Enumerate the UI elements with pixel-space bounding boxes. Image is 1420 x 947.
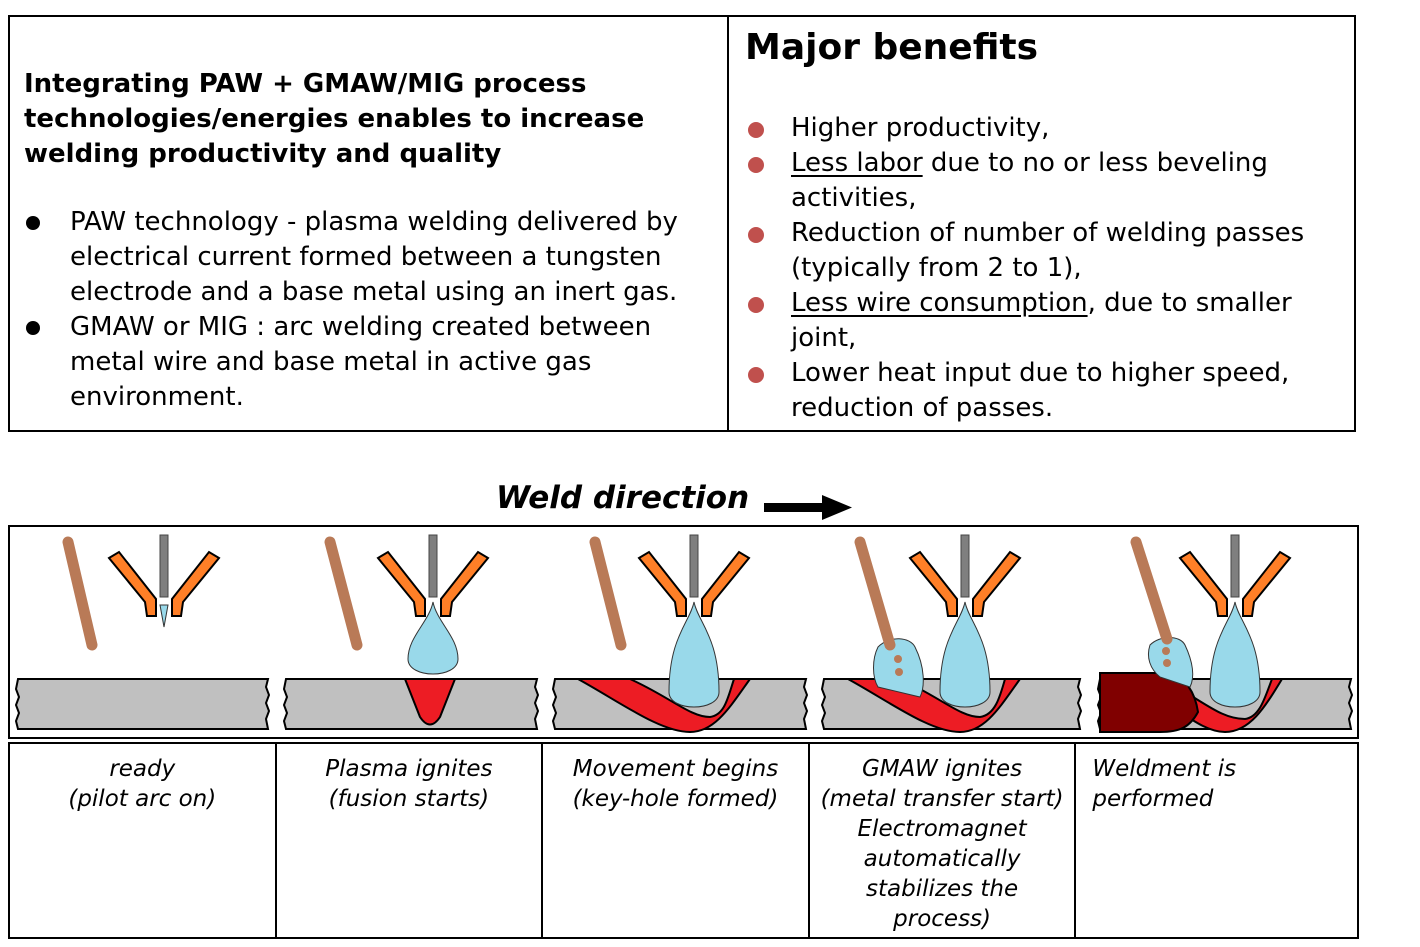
molten-pool (1178, 678, 1284, 734)
plasma-arc (1209, 601, 1261, 708)
process-stages-svg (14, 534, 1354, 734)
plasma-arc (668, 601, 720, 708)
benefits-panel: Major benefits Higher productivity, Less… (727, 15, 1356, 432)
caption-line: performed (1092, 786, 1214, 812)
plasma-torch-nozzle-left (637, 550, 687, 617)
plasma-torch-electrode (689, 534, 699, 598)
caption-movement-begins: Movement begins (key-hole formed) (543, 744, 810, 937)
benefit-item: Higher productivity, (745, 111, 1345, 146)
caption-line: Weldment is (1092, 756, 1237, 782)
plasma-arc (939, 601, 991, 708)
caption-line: Electromagnet (857, 816, 1027, 842)
base-metal-plate (282, 678, 540, 730)
plasma-torch-nozzle-right (1242, 550, 1292, 617)
plasma-torch-electrode (428, 534, 438, 598)
caption-line: (pilot arc on) (68, 786, 217, 812)
process-diagram (8, 525, 1359, 739)
benefits-title: Major benefits (745, 27, 1039, 68)
filler-wire (324, 536, 363, 651)
pilot-arc (159, 604, 169, 628)
plasma-torch-nozzle-left (908, 550, 958, 617)
plasma-torch-nozzle-right (171, 550, 221, 617)
bullet-icon (748, 157, 764, 173)
plasma-torch-nozzle-right (440, 550, 490, 617)
intro-bullet-gmaw: GMAW or MIG : arc welding created betwee… (24, 310, 714, 415)
intro-panel: Integrating PAW + GMAW/MIG process techn… (8, 15, 729, 432)
bullet-icon (26, 321, 40, 335)
molten-pool (577, 678, 752, 734)
intro-headline: Integrating PAW + GMAW/MIG process techn… (24, 69, 645, 169)
plasma-torch-nozzle-left (1178, 550, 1228, 617)
caption-line: Plasma ignites (325, 756, 493, 782)
caption-line: ready (109, 756, 176, 782)
bullet-icon (748, 227, 764, 243)
gmaw-arc (873, 638, 924, 698)
plasma-torch-nozzle-left (107, 550, 157, 617)
base-metal-plate (14, 678, 271, 730)
plasma-torch-electrode (960, 534, 970, 598)
metal-droplet (894, 655, 902, 663)
benefit-item: Lower heat input due to higher speed, re… (745, 356, 1345, 426)
metal-droplet (895, 668, 903, 676)
caption-ready: ready (pilot arc on) (10, 744, 277, 937)
caption-line: process) (893, 906, 992, 932)
molten-pool (403, 678, 457, 726)
benefits-list: Higher productivity, Less labor due to n… (745, 111, 1345, 426)
plasma-torch-electrode (159, 534, 169, 598)
caption-gmaw-ignites: GMAW ignites (metal transfer start) Electr… (810, 744, 1077, 937)
plasma-torch-nozzle-right (701, 550, 751, 617)
bullet-icon (748, 122, 764, 138)
weld-direction-label: Weld direction (496, 480, 750, 516)
metal-droplet (1163, 659, 1171, 667)
caption-line: automatically (863, 846, 1021, 872)
caption-line: stabilizes the (866, 876, 1019, 902)
bullet-icon (26, 216, 40, 230)
caption-line: (key-hole formed) (572, 786, 779, 812)
filler-wire (854, 536, 896, 651)
arrow-right-icon (764, 495, 852, 520)
molten-pool (847, 678, 1022, 734)
caption-weldment-performed: Weldment is performed (1076, 744, 1357, 937)
plasma-torch-nozzle-right (972, 550, 1022, 617)
caption-line: (fusion starts) (328, 786, 490, 812)
plasma-torch-electrode (1230, 534, 1240, 598)
filler-wire (62, 536, 98, 651)
plasma-arc (407, 601, 459, 675)
benefit-item: Reduction of number of welding passes (t… (745, 216, 1345, 286)
filler-wire (1130, 536, 1173, 645)
caption-line: (metal transfer start) (820, 786, 1064, 812)
plasma-torch-nozzle-left (376, 550, 426, 617)
intro-bullet-list: PAW technology - plasma welding delivere… (24, 205, 714, 415)
bullet-icon (748, 367, 764, 383)
caption-plasma-ignites: Plasma ignites (fusion starts) (277, 744, 544, 937)
benefit-item: Less labor due to no or less beveling ac… (745, 146, 1345, 216)
intro-bullet-paw: PAW technology - plasma welding delivere… (24, 205, 714, 310)
caption-line: Movement begins (572, 756, 779, 782)
stage-captions: ready (pilot arc on) Plasma ignites (fusio… (8, 742, 1359, 939)
filler-wire (589, 536, 627, 651)
caption-line: GMAW ignites (861, 756, 1023, 782)
benefit-item: Less wire consumption, due to smaller jo… (745, 286, 1345, 356)
bullet-icon (748, 297, 764, 313)
metal-droplet (1162, 647, 1170, 655)
